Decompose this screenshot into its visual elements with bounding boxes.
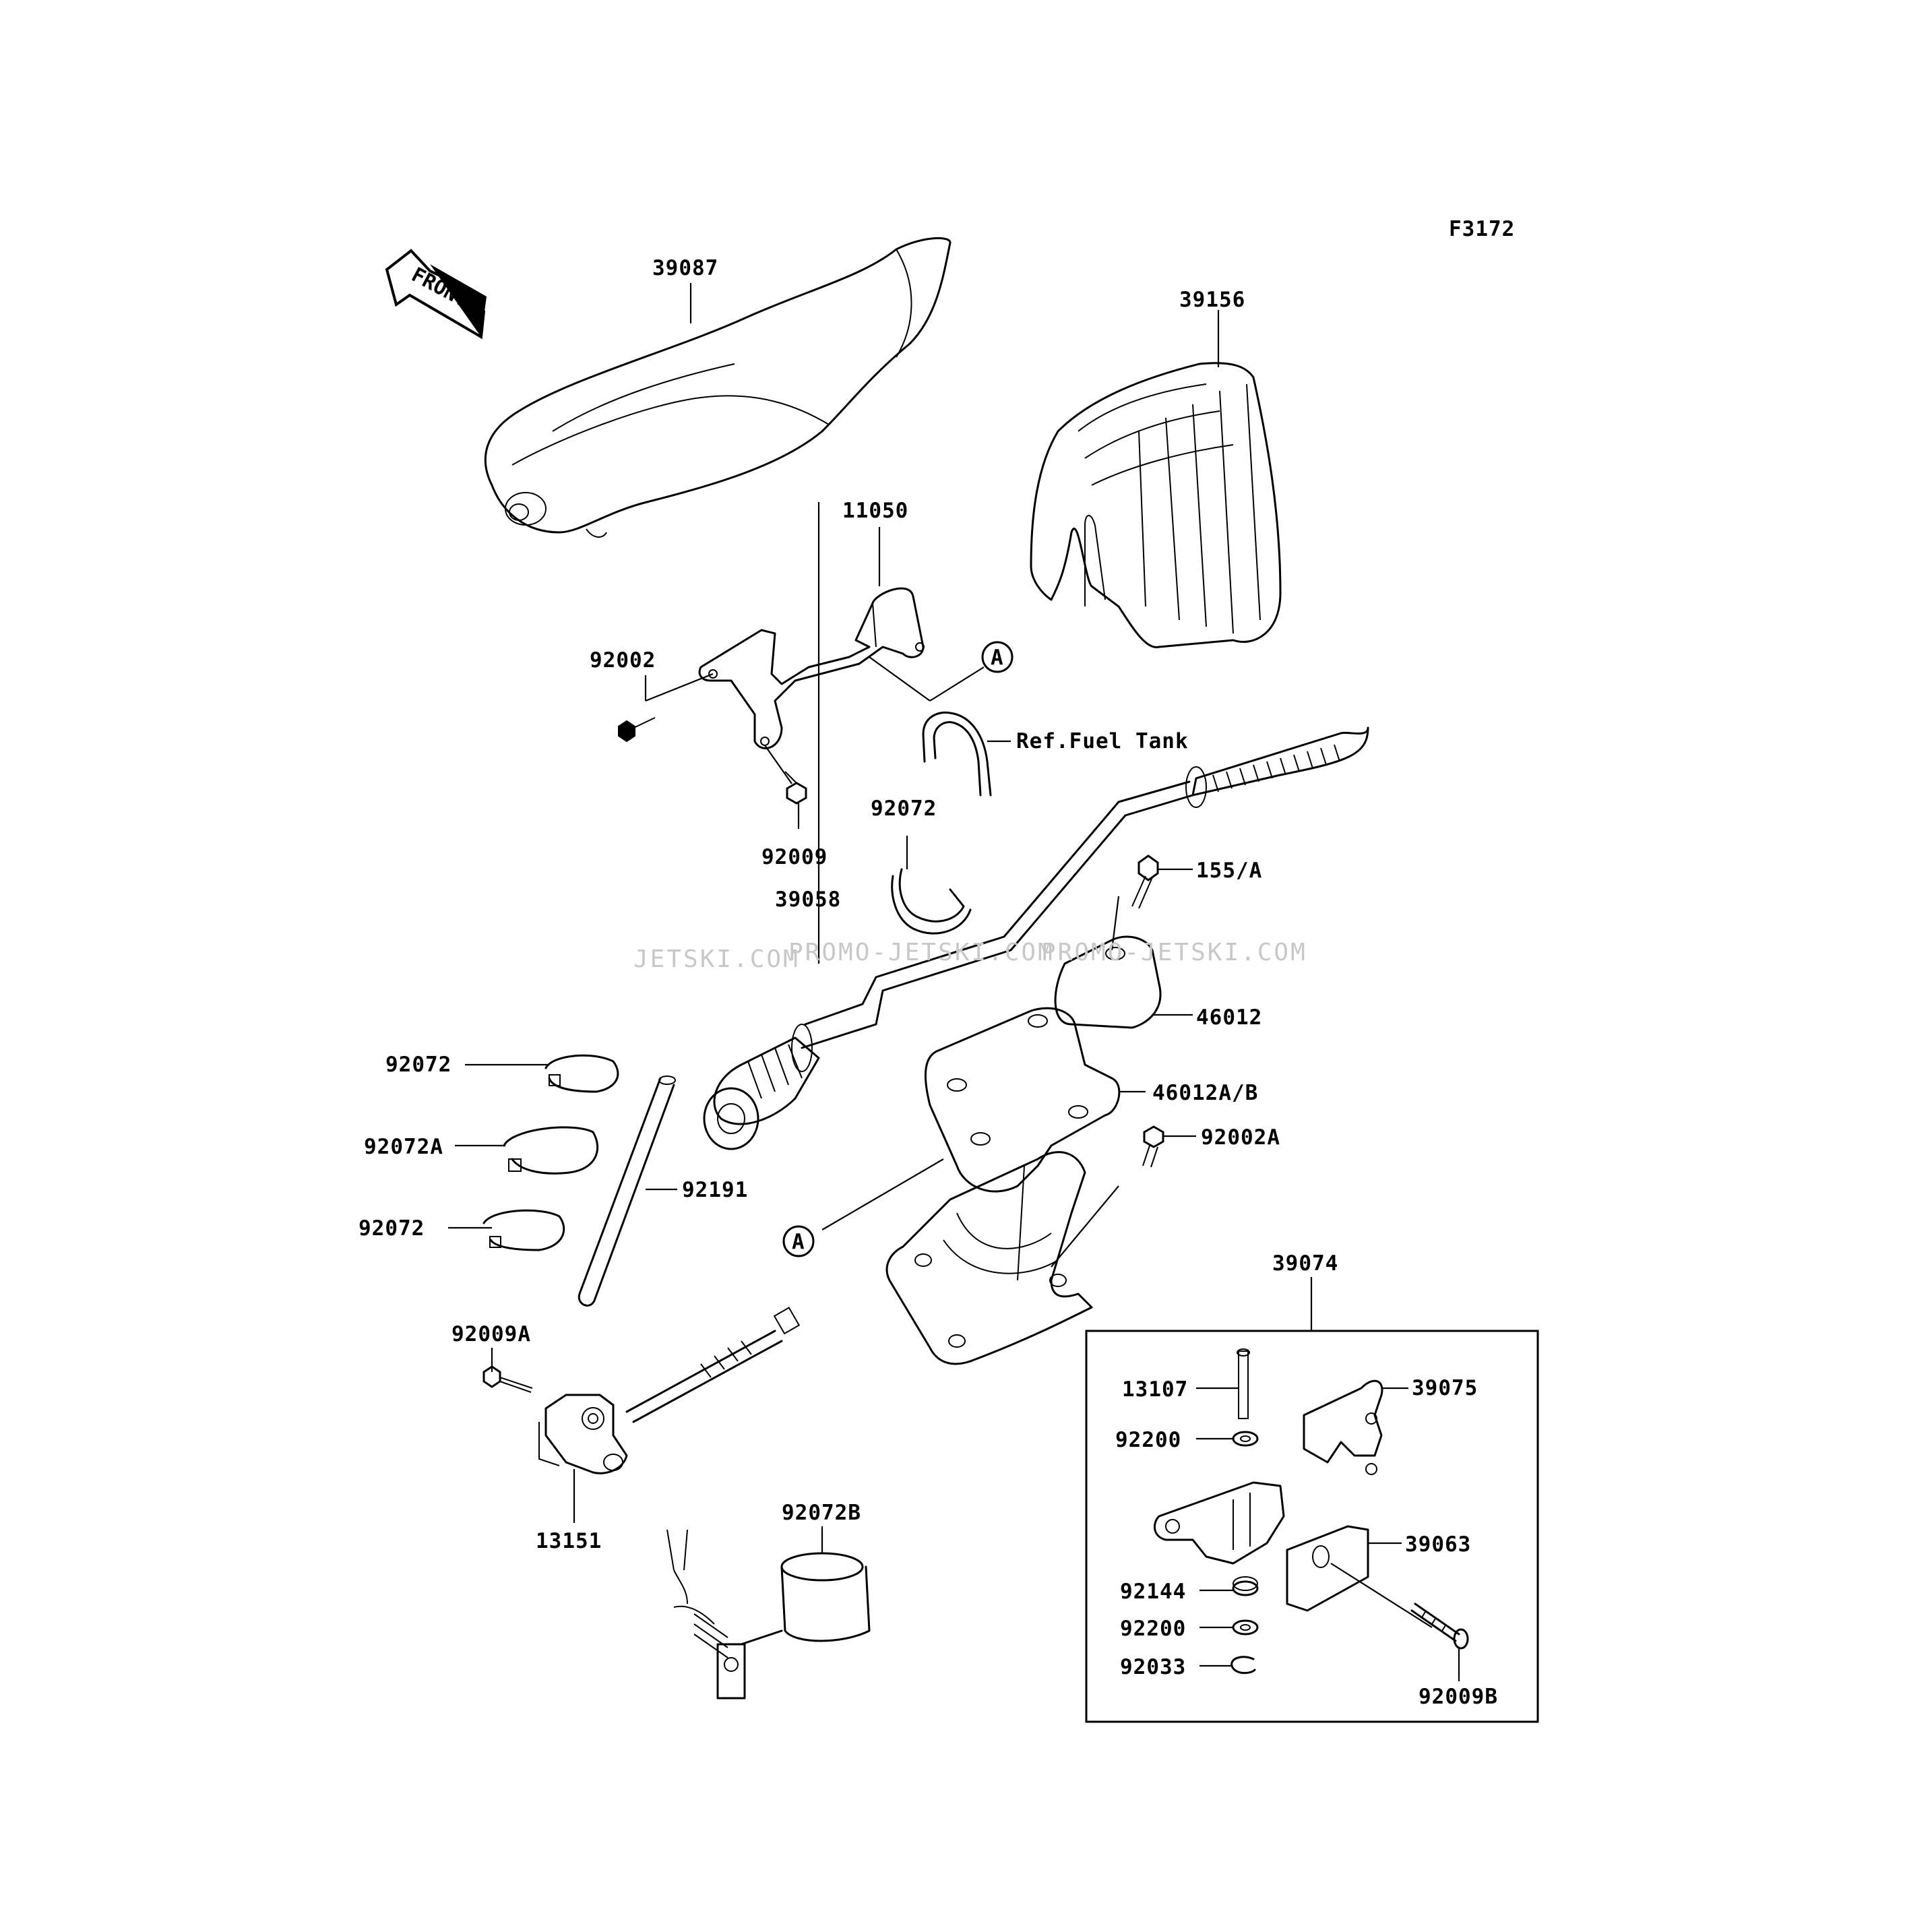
- leader-lines: [448, 283, 1460, 1681]
- switch-assembly-part: [538, 1307, 801, 1474]
- label-155a: 155/A: [1196, 859, 1262, 883]
- label-13107: 13107: [1122, 1377, 1188, 1402]
- label-92002: 92002: [590, 648, 656, 673]
- bolt-92002-icon: [618, 717, 656, 743]
- lever-39075-part: [1303, 1379, 1383, 1475]
- callout-a-upper-text: A: [991, 646, 1004, 670]
- label-39063: 39063: [1405, 1532, 1471, 1557]
- clamp-92072a-part: [503, 1126, 599, 1175]
- tube-92191-part: [578, 1076, 676, 1307]
- label-92033: 92033: [1120, 1655, 1186, 1679]
- label-92072b: 92072B: [782, 1501, 861, 1525]
- screw-92009b-icon: [1410, 1602, 1469, 1650]
- callout-a-upper: A: [869, 641, 1014, 702]
- kit-box-39074: [1085, 1277, 1539, 1723]
- label-92009a: 92009A: [451, 1322, 531, 1346]
- label-39156: 39156: [1179, 288, 1245, 312]
- label-92002a: 92002A: [1201, 1125, 1280, 1150]
- ref-fuel-tank-note: Ref.Fuel Tank: [1016, 729, 1189, 753]
- pin-13107-part: [1237, 1348, 1250, 1419]
- label-92009b: 92009B: [1419, 1685, 1498, 1709]
- seat-part: [484, 237, 952, 538]
- clamp-92072-top-part: [891, 868, 972, 935]
- label-39058: 39058: [775, 887, 841, 912]
- clamp-92072-lower-part: [482, 1209, 565, 1251]
- label-92200-upper: 92200: [1115, 1428, 1181, 1452]
- bolt-92009-icon: [784, 771, 807, 805]
- label-92200-lower: 92200: [1120, 1617, 1186, 1641]
- fuel-tank-hose-part: [922, 711, 992, 797]
- label-39075: 39075: [1412, 1376, 1478, 1400]
- bracket-kit-part: [1153, 1481, 1285, 1565]
- label-46012: 46012: [1196, 1005, 1262, 1030]
- watermark-2: PROMO-JETSKI.COM: [788, 939, 1055, 966]
- label-92144: 92144: [1120, 1580, 1186, 1604]
- washer-92200-lower-icon: [1232, 1619, 1259, 1635]
- washer-92200-upper-icon: [1232, 1431, 1259, 1447]
- clamp-92072-left-part: [544, 1054, 619, 1093]
- bracket-part: [698, 587, 925, 749]
- front-arrow-icon: FRONT: [385, 249, 487, 340]
- watermark-3: PROMO-JETSKI.COM: [1041, 939, 1307, 966]
- bolt-155a-icon: [1131, 854, 1159, 909]
- label-92072-left: 92072: [385, 1053, 451, 1077]
- label-11050: 11050: [842, 499, 908, 523]
- handlebar-part: [703, 726, 1369, 1150]
- label-92072a: 92072A: [364, 1135, 443, 1159]
- label-92072-lower: 92072: [359, 1216, 425, 1241]
- handlepole-cover-part: [1030, 362, 1282, 648]
- spring-92144-icon: [1232, 1576, 1259, 1596]
- bolt-92002a-icon: [1142, 1125, 1164, 1168]
- clamp-92072b-part: [666, 1529, 871, 1700]
- label-46012ab: 46012A/B: [1152, 1081, 1258, 1105]
- label-39087: 39087: [652, 256, 718, 280]
- watermark-1: JETSKI.COM: [633, 945, 800, 973]
- figure-code: F3172: [1449, 217, 1515, 241]
- label-39074: 39074: [1272, 1251, 1338, 1276]
- callout-a-lower-text: A: [792, 1230, 805, 1254]
- label-92009: 92009: [761, 845, 828, 869]
- circlip-92033-icon: [1230, 1656, 1256, 1675]
- label-13151: 13151: [536, 1529, 602, 1553]
- callout-a-lower: A: [782, 1158, 944, 1257]
- label-92191: 92191: [682, 1178, 748, 1202]
- holder-39063-part: [1286, 1525, 1369, 1612]
- bolt-92009a-icon: [482, 1365, 533, 1393]
- label-92072-top: 92072: [871, 797, 937, 821]
- handlebar-holder-part: [885, 935, 1162, 1365]
